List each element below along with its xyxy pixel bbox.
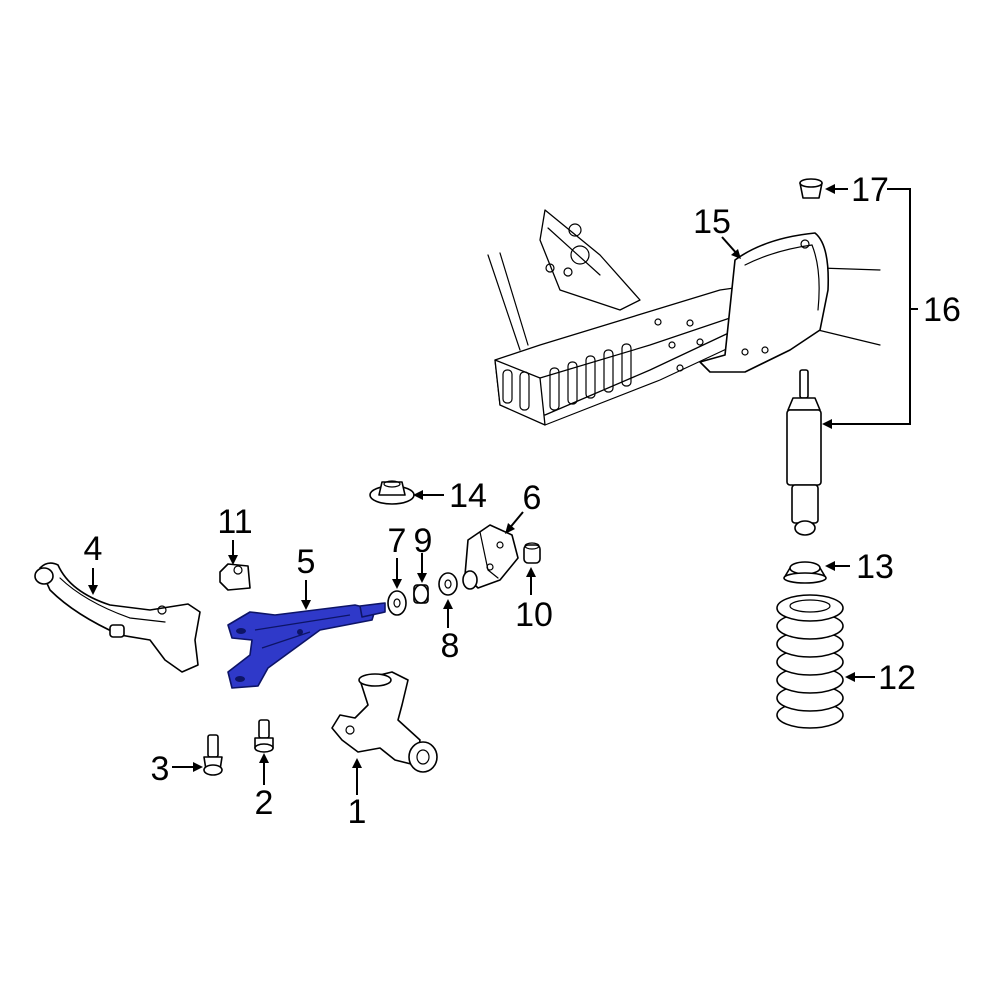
callout-2: 2: [255, 784, 274, 822]
callout-12: 12: [878, 659, 916, 697]
callout-15: 15: [693, 203, 731, 241]
callout-8: 8: [441, 627, 460, 665]
callout-13: 13: [856, 548, 894, 586]
bump-stop: [219, 563, 251, 591]
upper-arm-bracket: [462, 524, 519, 590]
lower-control-arm: [34, 562, 201, 673]
leader-lines: [88, 184, 918, 795]
callout-17: 17: [851, 171, 889, 209]
steering-knuckle: [331, 671, 438, 773]
callout-4: 4: [84, 530, 103, 568]
lower-ball-joint: [203, 734, 223, 776]
spring-seat: [369, 480, 415, 505]
shock-tower: [699, 232, 830, 373]
upper-ball-joint: [254, 719, 274, 753]
callout-3: 3: [151, 750, 170, 788]
spring-insulator: [783, 561, 827, 584]
callout-7: 7: [388, 522, 407, 560]
callout-9: 9: [414, 522, 433, 560]
upper-control-arm: [227, 602, 386, 689]
callout-10: 10: [515, 596, 553, 634]
callout-1: 1: [348, 793, 367, 831]
callout-labels: 1 2 3 4 5 6 7 8 9 10 11 12 13 14 15 16 1…: [84, 171, 961, 831]
coil-spring: [776, 594, 844, 729]
callout-5: 5: [297, 543, 316, 581]
washer-8: [438, 572, 458, 596]
bushing-9: [413, 584, 429, 604]
frame-rail: [487, 209, 881, 426]
shock-top-bushing: [799, 178, 823, 199]
callout-11: 11: [217, 503, 252, 541]
bushing-10: [523, 542, 541, 564]
callout-14: 14: [449, 477, 487, 515]
washer-7: [387, 590, 407, 616]
shock-absorber: [786, 369, 822, 536]
callout-16: 16: [923, 291, 961, 329]
callout-6: 6: [523, 479, 542, 517]
